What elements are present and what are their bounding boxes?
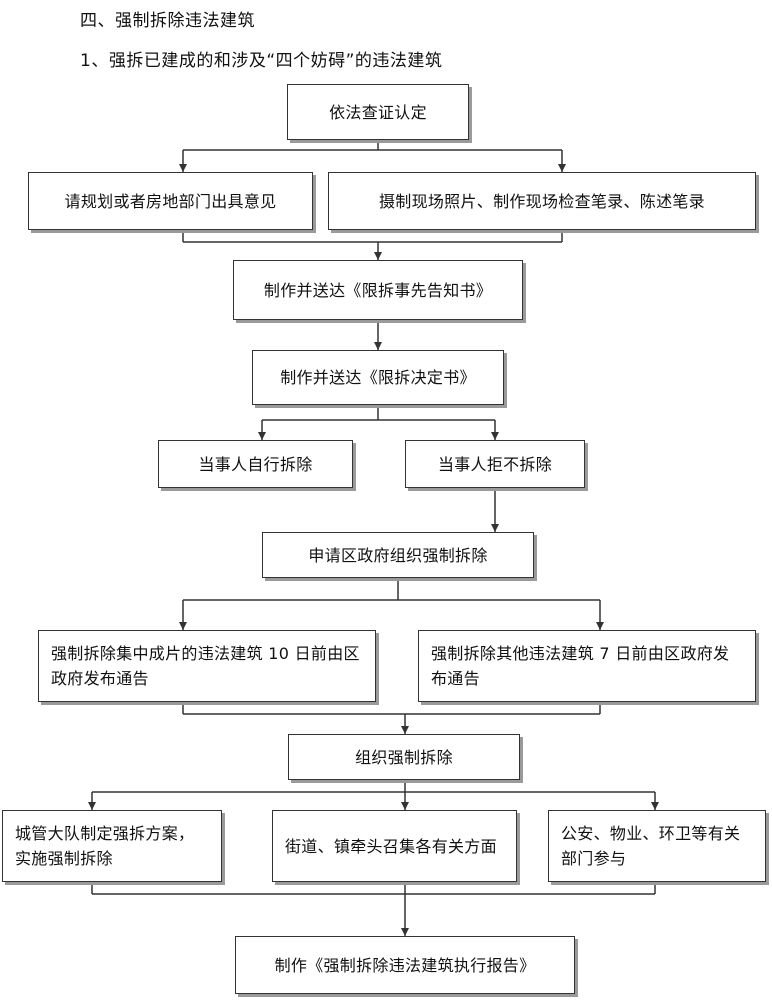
connector-apply-split — [183, 578, 600, 601]
node-photos: 摄制现场照片、制作现场检查笔录、陈述笔录 — [328, 172, 756, 230]
node-plan: 城管大队制定强拆方案，实施强制拆除 — [2, 810, 222, 882]
node-notice: 制作并送达《限拆事先告知书》 — [233, 260, 523, 320]
node-apply: 申请区政府组织强制拆除 — [262, 532, 534, 578]
node-self-demolish: 当事人自行拆除 — [158, 440, 353, 488]
connector-announce-join — [182, 702, 601, 715]
node-streets: 街道、镇牵头召集各有关方面 — [272, 810, 517, 882]
sub-heading: 1、强拆已建成的和涉及“四个妨碍”的违法建筑 — [80, 51, 443, 71]
node-announce-7: 强制拆除其他违法建筑 7 日前由区政府发布通告 — [418, 630, 756, 702]
node-announce-10: 强制拆除集中成片的违法建筑 10 日前由区政府发布通告 — [38, 630, 376, 702]
node-police: 公安、物业、环卫等有关部门参与 — [548, 810, 766, 882]
node-refuse: 当事人拒不拆除 — [405, 440, 585, 488]
section-heading: 四、强制拆除违法建筑 — [80, 11, 255, 31]
node-organize: 组织强制拆除 — [288, 734, 520, 780]
node-opinion: 请规划或者房地部门出具意见 — [28, 172, 313, 230]
connector-organize-split — [92, 780, 655, 793]
connector-verify-split — [183, 140, 562, 151]
connector-join — [182, 230, 563, 243]
node-report: 制作《强制拆除违法建筑执行报告》 — [235, 936, 575, 994]
connector-decision-split — [262, 405, 495, 421]
node-verify: 依法查证认定 — [287, 84, 469, 140]
connector-bottom-join — [91, 882, 656, 895]
node-decision: 制作并送达《限拆决定书》 — [252, 350, 504, 405]
